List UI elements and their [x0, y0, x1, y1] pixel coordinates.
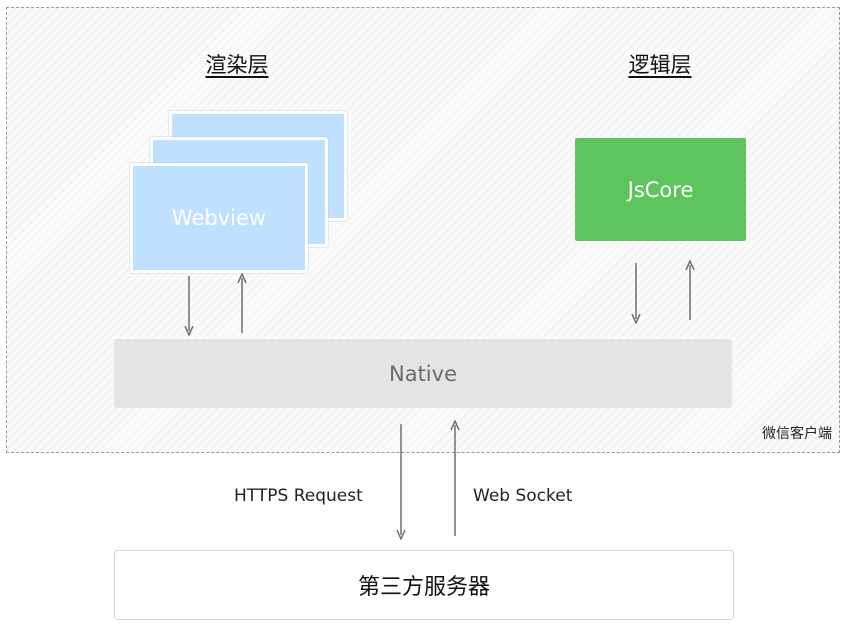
- logic-layer-title: 逻辑层: [628, 53, 692, 77]
- native-label: Native: [389, 361, 457, 386]
- third-party-server-box: 第三方服务器: [114, 550, 734, 620]
- third-party-server-label: 第三方服务器: [357, 575, 490, 600]
- wechat-client-label: 微信客户端: [762, 426, 832, 442]
- jscore-label: JsCore: [627, 177, 694, 202]
- jscore-box: JsCore: [575, 138, 746, 241]
- render-layer-title: 渲染层: [205, 53, 269, 77]
- webview-label: Webview: [171, 206, 267, 230]
- https-request-label: HTTPS Request: [234, 486, 363, 506]
- web-socket-label: Web Socket: [473, 486, 573, 506]
- webview-box: Webview: [130, 163, 308, 273]
- native-bar: Native: [114, 339, 732, 408]
